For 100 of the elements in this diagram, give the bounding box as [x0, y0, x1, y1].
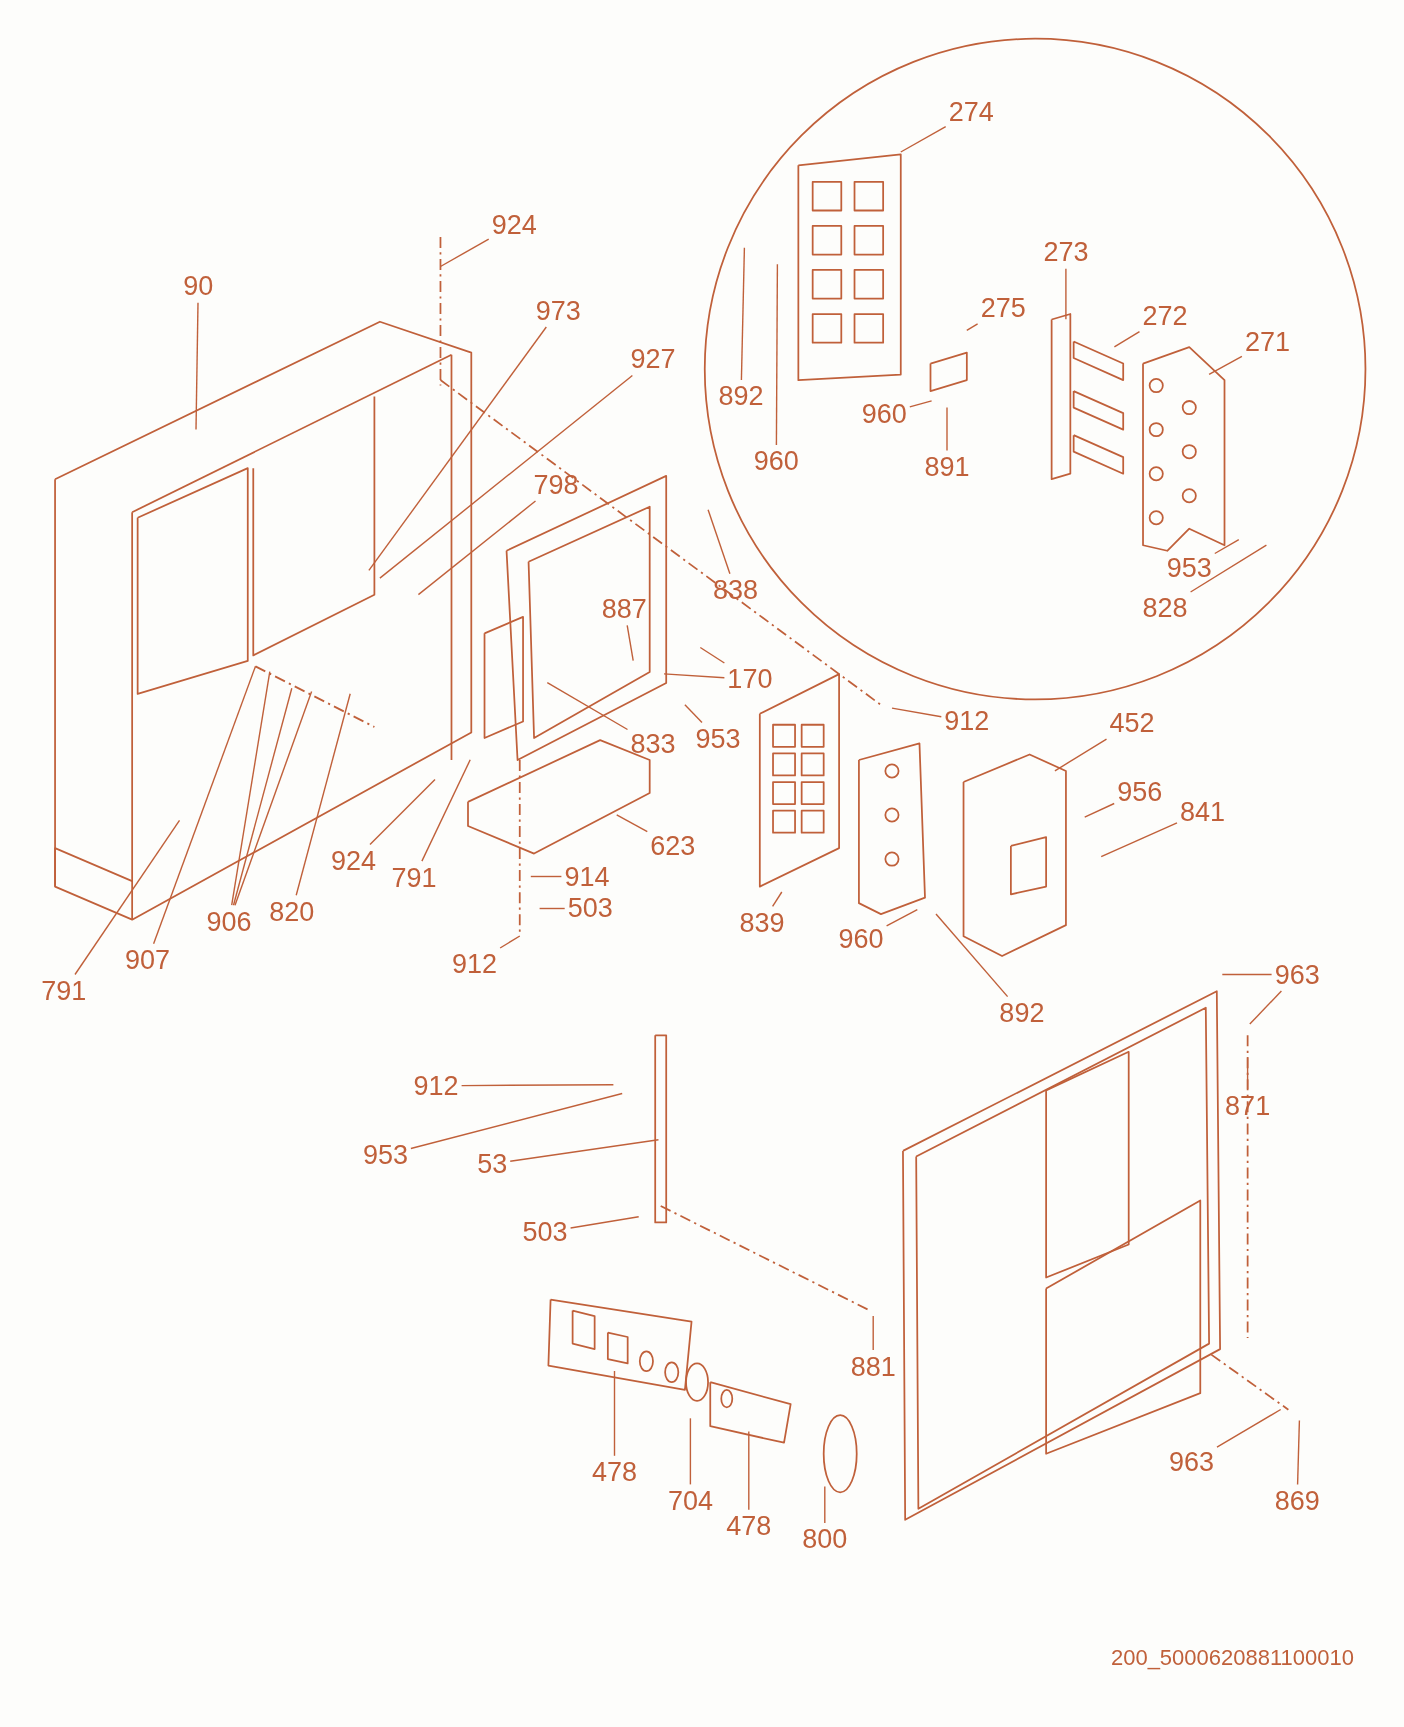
callout-number: 839 — [739, 909, 785, 937]
leader-line — [891, 707, 942, 718]
callout-number: 960 — [861, 400, 907, 428]
leader-line — [499, 935, 521, 949]
callout-number: 273 — [1043, 238, 1089, 266]
callout-number: 960 — [838, 925, 884, 953]
leader-line — [195, 302, 199, 431]
callout-number: 272 — [1142, 302, 1188, 330]
callout-number: 800 — [802, 1525, 848, 1553]
leader-line — [379, 374, 634, 579]
callout-number: 820 — [269, 898, 315, 926]
callout-number: 956 — [1117, 778, 1163, 806]
callout-number: 912 — [413, 1072, 459, 1100]
leader-line — [707, 509, 731, 575]
callout-number: 828 — [1142, 594, 1188, 622]
callout-number: 963 — [1274, 961, 1320, 989]
callout-number: 452 — [1109, 709, 1155, 737]
callout-number: 838 — [713, 576, 759, 604]
callout-number: 170 — [727, 665, 773, 693]
callout-number: 869 — [1274, 1487, 1320, 1515]
leader-line — [872, 1315, 874, 1351]
callout-number: 953 — [1166, 554, 1212, 582]
leader-line — [748, 1430, 750, 1511]
leader-line — [546, 682, 629, 731]
callout-number: 798 — [533, 471, 579, 498]
callout-number: 924 — [491, 211, 537, 239]
leader-line — [1100, 822, 1178, 858]
leader-line — [689, 1417, 692, 1486]
callout-number: 53 — [477, 1150, 508, 1178]
leader-line — [699, 646, 726, 664]
leader-line — [824, 1485, 826, 1524]
leader-line — [1054, 738, 1108, 772]
callout-number: 791 — [391, 864, 437, 892]
leader-line — [439, 238, 490, 268]
callout-number: 963 — [1168, 1448, 1214, 1476]
drawing-number: 200_5000620881100010 — [1110, 1645, 1354, 1671]
leader-line — [775, 263, 779, 446]
callout-number: 478 — [726, 1512, 772, 1540]
leader-line — [1214, 538, 1240, 555]
callout-number: 927 — [630, 345, 676, 373]
leader-line — [1084, 802, 1115, 818]
callout-number: 924 — [330, 847, 376, 875]
leader-line — [295, 693, 351, 896]
leader-line — [966, 323, 979, 332]
leader-line — [231, 671, 271, 906]
leader-line — [771, 891, 783, 907]
callout-number: 833 — [630, 730, 676, 758]
callout-number: 274 — [948, 98, 994, 126]
leader-line — [935, 913, 1009, 998]
callout-number: 275 — [980, 294, 1026, 322]
leader-line — [368, 326, 547, 572]
leader-line — [1065, 268, 1067, 320]
callout-number: 892 — [999, 999, 1045, 1027]
leader-line — [1113, 330, 1141, 348]
leader-line — [740, 247, 746, 381]
leader-line — [234, 690, 313, 906]
callout-number: 704 — [667, 1487, 713, 1515]
callout-number: 503 — [567, 894, 613, 922]
leader-line — [613, 1370, 616, 1457]
leader-line — [885, 908, 918, 927]
leader-line — [1189, 544, 1268, 593]
leader-line — [1249, 990, 1283, 1025]
callout-number: 90 — [183, 272, 214, 300]
leader-line — [369, 778, 436, 846]
leader-line — [530, 875, 563, 878]
leader-line — [900, 126, 947, 153]
leader-line — [417, 500, 537, 596]
leader-line — [663, 673, 726, 679]
leader-line — [232, 687, 293, 906]
callout-number: 841 — [1179, 798, 1225, 826]
leader-line — [626, 624, 634, 662]
leader-line — [1246, 1056, 1249, 1090]
leader-line — [946, 406, 948, 452]
callout-number: 871 — [1225, 1092, 1271, 1120]
callout-number: 478 — [591, 1458, 637, 1486]
leader-line — [74, 819, 181, 976]
leader-line — [152, 665, 257, 945]
leader-line — [1216, 1408, 1282, 1448]
leader-line — [421, 759, 471, 862]
callout-number: 973 — [535, 297, 581, 325]
callout-number: 887 — [601, 595, 647, 623]
leader-line — [1296, 1419, 1301, 1486]
callout-number: 907 — [125, 946, 171, 974]
callout-number: 912 — [944, 707, 990, 735]
leader-line — [616, 814, 648, 833]
callout-number: 892 — [718, 382, 764, 410]
leader-line — [909, 400, 933, 408]
callout-number: 881 — [850, 1353, 896, 1381]
leader-line — [538, 907, 566, 910]
callout-number: 953 — [362, 1141, 408, 1169]
leader-line — [460, 1084, 615, 1087]
leader-line — [684, 704, 703, 724]
callout-number: 914 — [564, 863, 610, 891]
callout-number: 271 — [1244, 328, 1290, 356]
callout-number: 623 — [650, 832, 696, 860]
callout-number: 891 — [924, 453, 970, 481]
callout-number: 906 — [206, 908, 252, 936]
callout-number: 953 — [695, 725, 741, 753]
callout-number: 503 — [522, 1218, 568, 1246]
leader-line — [1208, 355, 1243, 376]
